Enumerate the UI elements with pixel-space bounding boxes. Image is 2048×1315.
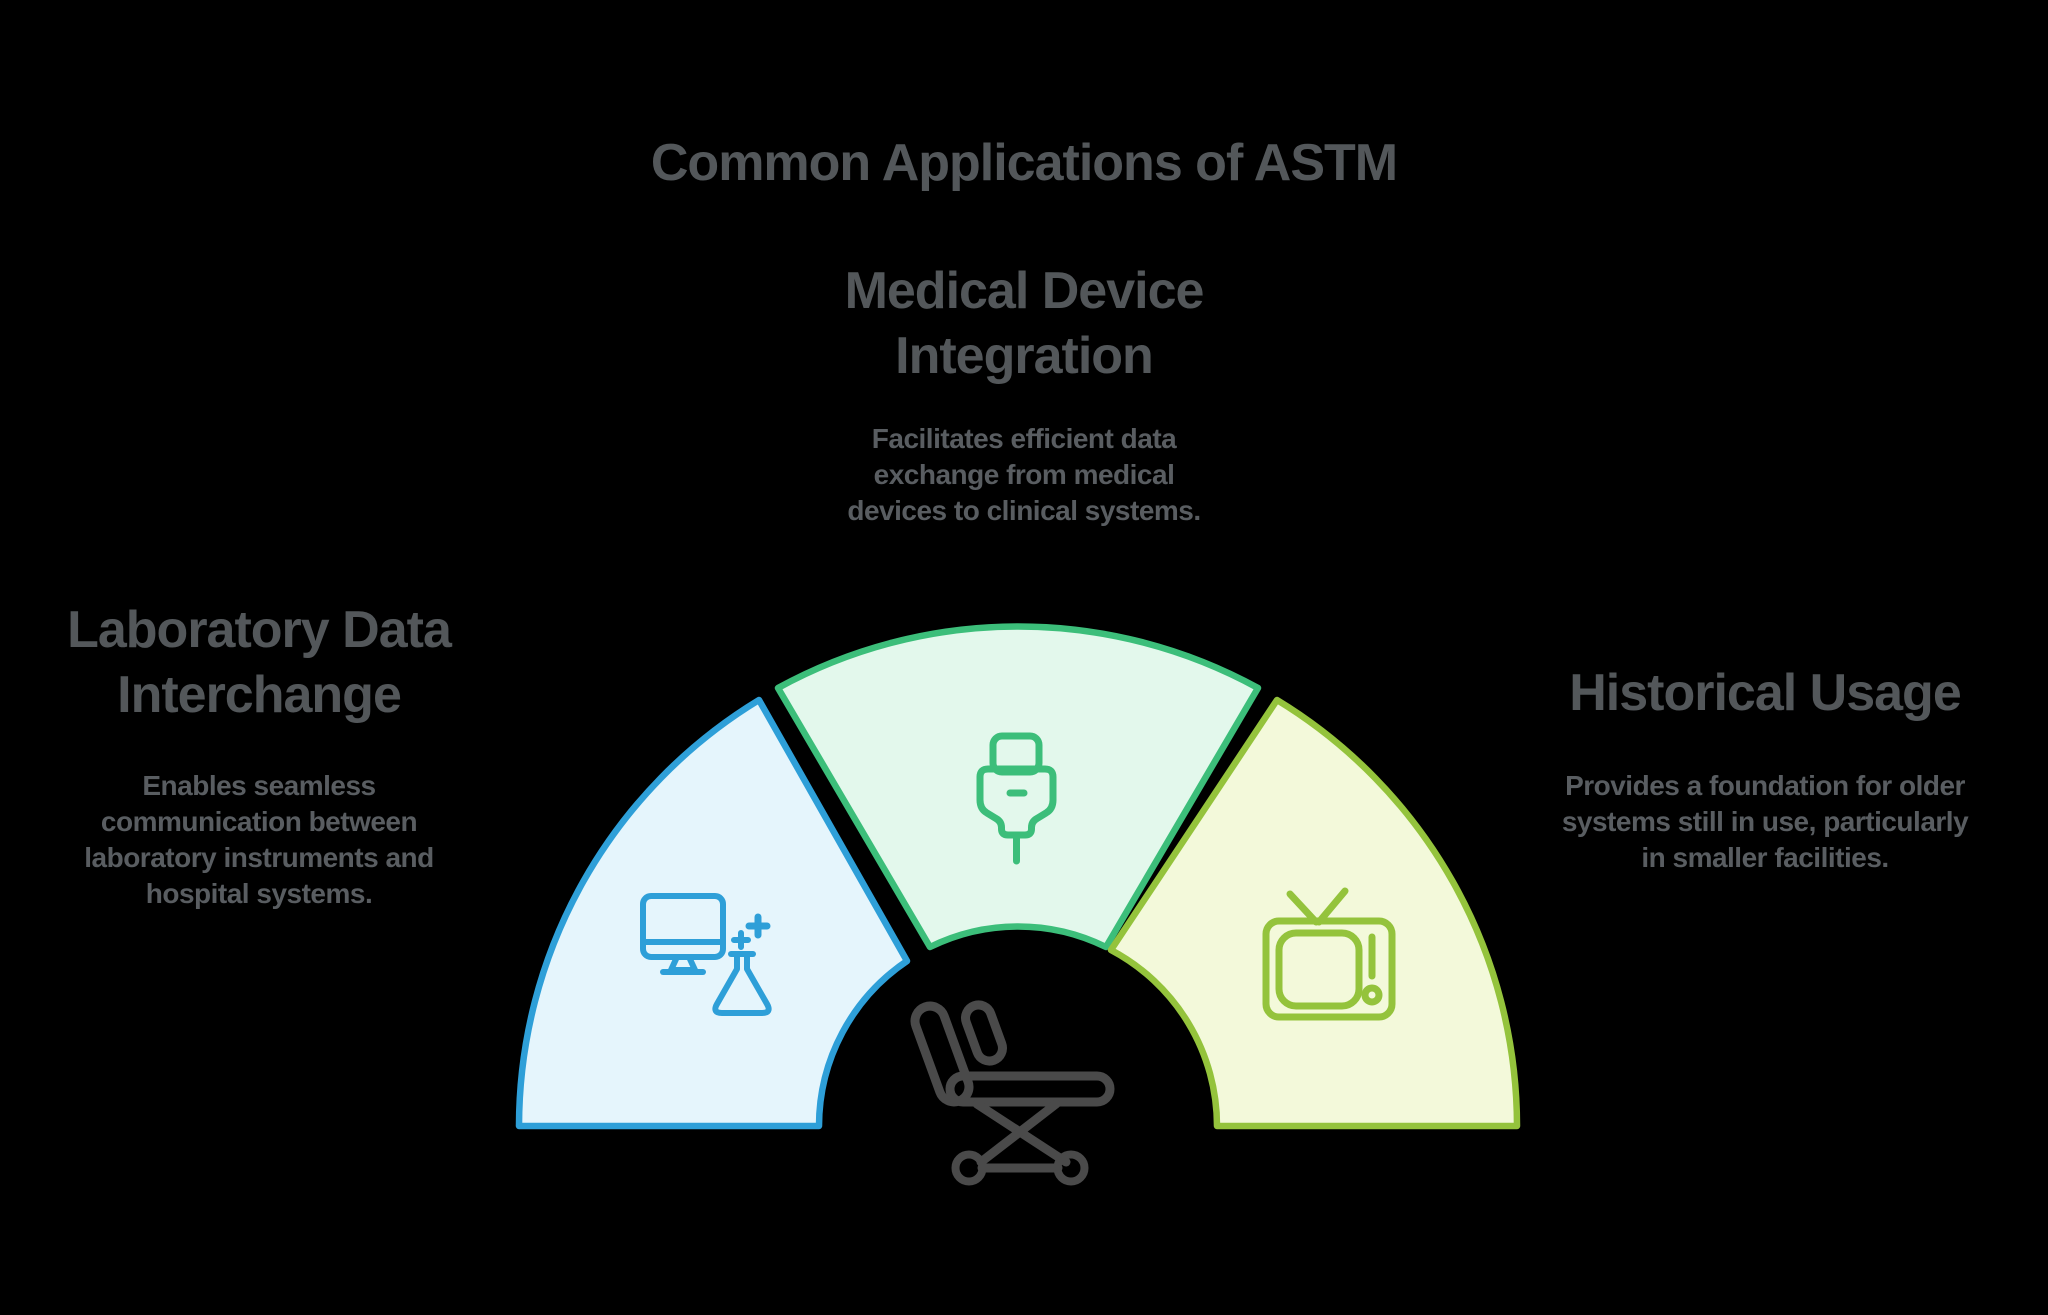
description-line: systems still in use, particularly: [1561, 806, 1969, 837]
description-line: in smaller facilities.: [1641, 842, 1889, 873]
section-medical-description: Facilitates efficient data exchange from…: [724, 421, 1324, 529]
description-line: exchange from medical: [873, 459, 1175, 490]
description-line: Provides a foundation for older: [1565, 770, 1965, 801]
section-medical-device: Medical Device Integration Facilitates e…: [724, 259, 1324, 529]
description-line: hospital systems.: [145, 878, 373, 909]
section-laboratory: Laboratory Data Interchange Enables seam…: [0, 598, 539, 912]
section-historical: Historical Usage Provides a foundation f…: [1485, 661, 2045, 876]
segment-medical: [774, 623, 1262, 951]
retro-tv-icon: [1262, 887, 1396, 1021]
hospital-stretcher-icon: [910, 1000, 1115, 1186]
section-historical-heading: Historical Usage: [1485, 661, 2045, 726]
page-title: Common Applications of ASTM: [650, 134, 1398, 192]
section-laboratory-heading: Laboratory Data Interchange: [0, 598, 539, 728]
segment-historical: [1107, 696, 1521, 1130]
heading-line: Interchange: [117, 666, 402, 724]
description-line: Facilitates efficient data: [871, 423, 1177, 454]
heading-line: Historical Usage: [1569, 664, 1962, 722]
heading-line: Integration: [895, 327, 1154, 385]
heading-line: Medical Device: [844, 262, 1205, 320]
computer-and-flask-icon: [640, 893, 772, 1016]
section-medical-heading: Medical Device Integration: [724, 259, 1324, 389]
section-historical-description: Provides a foundation for older systems …: [1485, 768, 2045, 876]
segment-laboratory: [515, 696, 911, 1130]
usb-plug-icon: [976, 732, 1057, 865]
description-line: devices to clinical systems.: [847, 495, 1201, 526]
description-line: laboratory instruments and: [84, 842, 434, 873]
description-line: Enables seamless: [142, 770, 376, 801]
description-line: communication between: [100, 806, 418, 837]
section-laboratory-description: Enables seamless communication between l…: [0, 768, 539, 912]
heading-line: Laboratory Data: [67, 601, 452, 659]
